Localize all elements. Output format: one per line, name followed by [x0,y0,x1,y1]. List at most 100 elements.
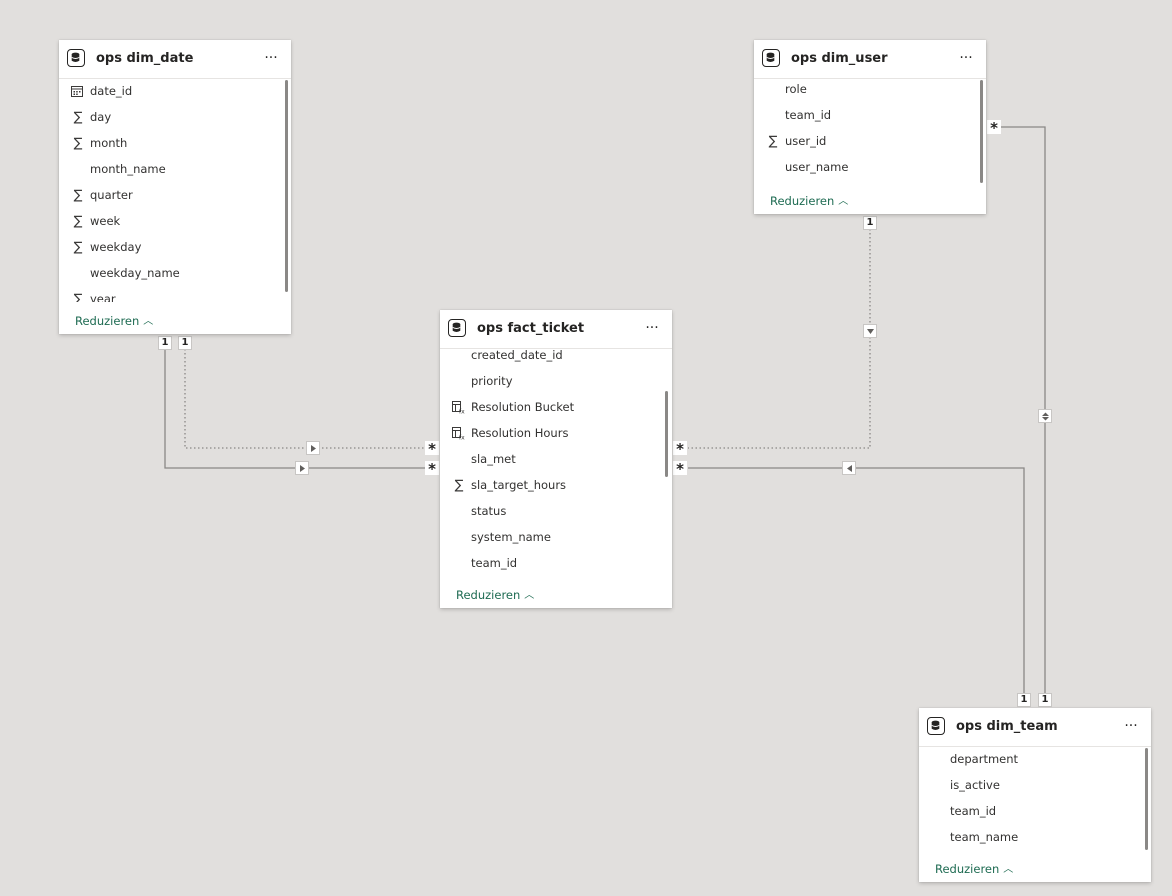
field-row[interactable]: is_active [919,774,1139,800]
field-row[interactable]: ∑ sla_target_hours [440,474,660,500]
field-list[interactable]: department is_active team_id team_name [919,748,1139,852]
cardinality-many-badge: * [987,120,1001,136]
field-label: team_id [471,556,518,570]
field-label: role [785,82,807,96]
field-list-scrollbar[interactable] [980,80,983,183]
field-label: team_id [950,804,997,818]
field-list[interactable]: created_date_id priority fx Resolution B… [440,350,660,578]
field-row[interactable]: team_id [754,104,974,130]
more-options-button[interactable]: ··· [264,50,278,66]
sigma-icon: ∑ [73,188,83,203]
field-label: status [471,504,507,518]
more-options-button[interactable]: ··· [645,320,659,336]
field-row[interactable]: ∑ month [59,132,279,158]
field-label: week [90,214,121,228]
filter-direction-both-icon [1038,409,1052,423]
field-row[interactable]: system_name [440,526,660,552]
field-label: Resolution Bucket [471,400,575,414]
field-label: sla_met [471,452,516,466]
table-card-dim-date[interactable]: ops dim_date ··· date_id ∑ day ∑ month m… [59,40,291,334]
table-card-dim-team[interactable]: ops dim_team ··· department is_active te… [919,708,1151,882]
field-row[interactable]: team_id [919,800,1139,826]
database-table-icon [448,319,466,337]
table-header[interactable]: ops dim_team ··· [919,708,1151,747]
field-row[interactable]: role [754,80,974,104]
table-header[interactable]: ops dim_date ··· [59,40,291,79]
cardinality-one-badge: 1 [178,336,192,350]
relationship-line-team-ticket[interactable] [688,467,1025,693]
field-label: weekday [90,240,142,254]
field-row[interactable]: created_date_id [440,350,660,370]
table-card-fact-ticket[interactable]: ops fact_ticket ··· created_date_id prio… [440,310,672,608]
sigma-icon: ∑ [73,136,83,151]
field-row[interactable]: sla_met [440,448,660,474]
collapse-link[interactable]: Reduzieren︿ [935,861,1013,876]
field-row[interactable]: fx Resolution Hours [440,422,660,448]
collapse-label: Reduzieren [456,588,521,602]
calculated-column-icon: fx [452,401,466,415]
collapse-link[interactable]: Reduzieren︿ [456,587,534,602]
field-label: year [90,292,116,302]
field-row[interactable]: ∑ user_id [754,130,974,156]
table-header[interactable]: ops fact_ticket ··· [440,310,672,349]
cardinality-one-badge: 1 [863,216,877,230]
field-row[interactable]: user_name [754,156,974,182]
field-list[interactable]: date_id ∑ day ∑ month month_name ∑ quart… [59,80,279,302]
field-row[interactable]: team_name [919,826,1139,852]
collapse-label: Reduzieren [75,314,140,328]
calculated-column-icon: fx [452,427,466,441]
field-list-scrollbar[interactable] [665,391,668,477]
field-list[interactable]: role team_id ∑ user_id user_name [754,80,974,184]
svg-text:fx: fx [459,409,465,415]
field-list-scrollbar[interactable] [285,80,288,292]
relationship-line-team-user[interactable] [1001,126,1046,693]
field-row[interactable]: team_id [440,552,660,578]
database-table-icon [762,49,780,67]
field-row[interactable]: status [440,500,660,526]
cardinality-one-badge: 1 [1017,693,1031,707]
collapse-label: Reduzieren [935,862,1000,876]
field-row[interactable]: ∑ weekday [59,236,279,262]
collapse-link[interactable]: Reduzieren︿ [770,193,848,208]
field-row[interactable]: ∑ week [59,210,279,236]
chevron-up-icon: ︿ [524,590,535,601]
database-table-icon [927,717,945,735]
sigma-icon: ∑ [73,292,83,303]
collapse-label: Reduzieren [770,194,835,208]
filter-direction-down-icon [863,324,877,338]
field-label: quarter [90,188,133,202]
cardinality-one-badge: 1 [1038,693,1052,707]
field-row[interactable]: date_id [59,80,279,106]
field-label: sla_target_hours [471,478,567,492]
field-row[interactable]: fx Resolution Bucket [440,396,660,422]
field-label: system_name [471,530,551,544]
field-row[interactable]: ∑ quarter [59,184,279,210]
cardinality-many-badge: * [425,461,439,477]
calendar-icon [71,85,85,99]
field-row[interactable]: department [919,748,1139,774]
field-list-scrollbar[interactable] [1145,748,1148,850]
field-label: day [90,110,112,124]
field-row[interactable]: ∑ year [59,288,279,302]
field-row[interactable]: priority [440,370,660,396]
collapse-link[interactable]: Reduzieren︿ [75,313,153,328]
more-options-button[interactable]: ··· [1124,718,1138,734]
field-label: user_name [785,160,849,174]
table-header[interactable]: ops dim_user ··· [754,40,986,79]
field-label: weekday_name [90,266,180,280]
sigma-icon: ∑ [73,240,83,255]
field-label: team_id [785,108,832,122]
more-options-button[interactable]: ··· [959,50,973,66]
field-row[interactable]: ∑ day [59,106,279,132]
chevron-up-icon: ︿ [838,196,849,207]
field-label: month_name [90,162,166,176]
field-row[interactable]: weekday_name [59,262,279,288]
table-card-dim-user[interactable]: ops dim_user ··· role team_id ∑ user_id … [754,40,986,214]
relationship-line-user-ticket[interactable] [688,229,871,449]
filter-direction-right-icon [295,461,309,475]
relationship-line-date-created[interactable] [164,349,426,469]
field-row[interactable]: month_name [59,158,279,184]
relationship-line-date-inactive[interactable] [184,349,426,449]
